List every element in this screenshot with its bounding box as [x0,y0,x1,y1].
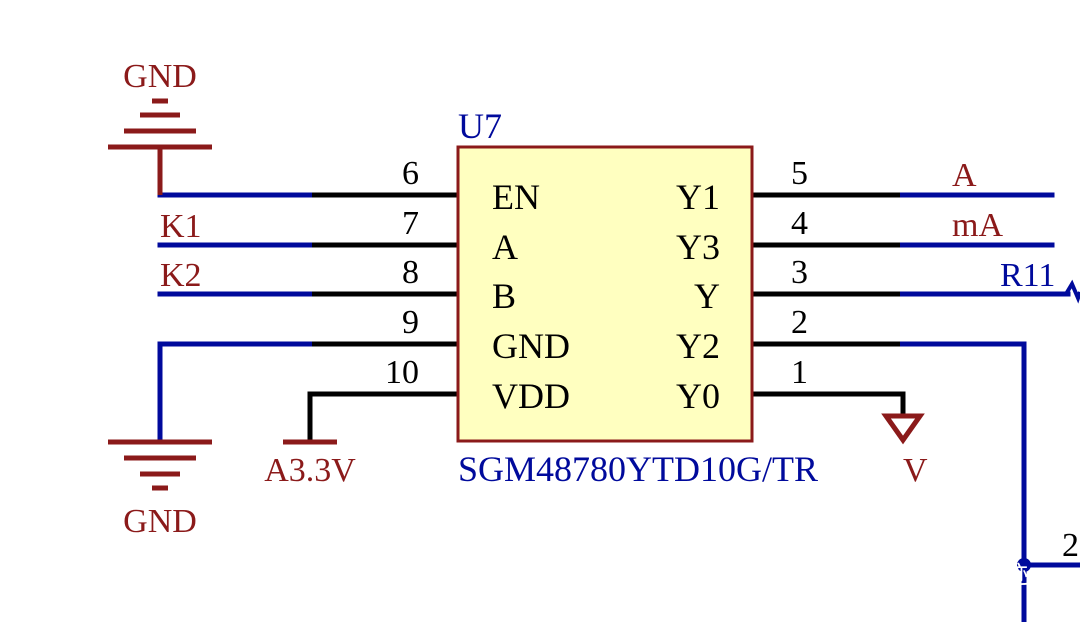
pin-number: 3 [791,254,808,291]
left-pin-numbers: 6 7 8 9 10 [385,155,419,391]
pin-name: Y3 [676,227,720,267]
pin-number: 7 [402,205,419,242]
pin-lead-1 [752,391,906,414]
net-label-k2: K2 [160,257,202,294]
pin-name: Y2 [676,326,720,366]
pin-name: B [492,276,516,316]
partial-pin-number: 2 [1062,527,1079,564]
net-label-a33v: A3.3V [264,452,356,489]
power-triangle-v-icon [881,413,925,445]
gnd-top-icon [108,98,212,195]
net-label-v: V [903,452,928,489]
pin-name: Y0 [676,376,720,416]
net-label-a: A [952,157,977,194]
pin-number: 5 [791,155,808,192]
net-label-ma: mA [952,207,1003,244]
pin-number: 9 [402,304,419,341]
pin-name: GND [492,326,570,366]
resistor-r11-zigzag [1064,279,1080,304]
pin-name: VDD [492,376,570,416]
pin-lead-10 [307,391,458,441]
net-label-r11: R11 [1000,257,1055,294]
pin-number: 8 [402,254,419,291]
pin-name: EN [492,177,540,217]
pin-name: Y [694,276,720,316]
gnd-bottom-icon [108,439,212,491]
net-label-gnd-top: GND [123,58,197,95]
pin-number: 2 [791,304,808,341]
component-designator: U7 [458,106,502,146]
pin-leads [307,192,906,441]
right-pin-numbers: 5 4 3 2 1 [791,155,808,391]
pin-number: 10 [385,354,419,391]
wires [157,192,1080,622]
watermark-text: 云深之无迹 [908,562,1028,589]
pin-number: 4 [791,205,808,242]
right-pin-names: Y1 Y3 Y Y2 Y0 [676,177,720,416]
power-symbols [108,98,925,491]
pin-number: 6 [402,155,419,192]
watermark: 云深之无迹 [863,558,1028,590]
net-label-k1: K1 [160,208,202,245]
net-label-gnd-bottom: GND [123,503,197,540]
pin-number: 1 [791,354,808,391]
net-labels: K1 K2 A mA R11 GND GND A3.3V V 2 [123,58,1079,564]
left-pin-names: EN A B GND VDD [492,177,570,416]
junction-dot [1017,558,1031,572]
component-part-number: SGM48780YTD10G/TR [458,449,818,489]
wechat-icon [863,558,902,590]
wire-y2 [897,341,1027,622]
component-body[interactable] [456,145,754,443]
pin-name: Y1 [676,177,720,217]
wire-gnd-bottom [157,341,315,443]
pin-name: A [492,227,518,267]
